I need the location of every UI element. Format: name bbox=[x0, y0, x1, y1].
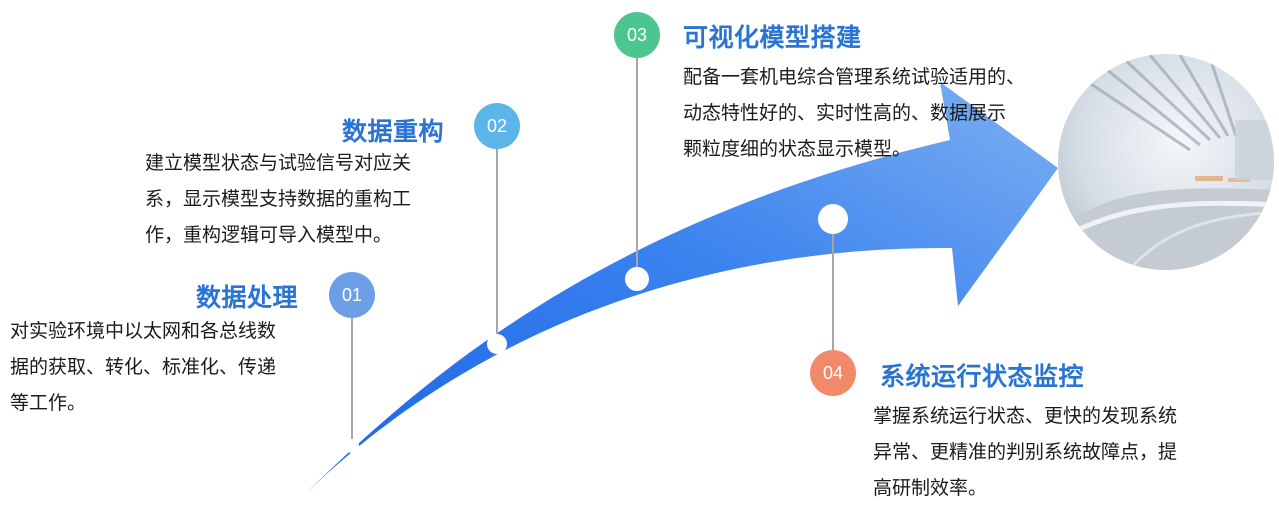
step-badge-03: 03 bbox=[614, 12, 660, 58]
step-title-02: 数据重构 bbox=[342, 117, 445, 146]
step-description-line: 高研制效率。 bbox=[873, 477, 988, 499]
arrow-dot-2 bbox=[487, 334, 507, 354]
arrow-dot-3 bbox=[625, 267, 649, 291]
step-description-03: 配备一套机电综合管理系统试验适用的、 动态特性好的、实时性高的、数据展示 颗粒度… bbox=[683, 59, 1063, 167]
step-description-line: 据的获取、转化、标准化、传递 bbox=[10, 356, 277, 378]
step-badge-01: 01 bbox=[329, 272, 375, 318]
step-badge-02: 02 bbox=[474, 103, 520, 149]
step-description-line: 作，重构逻辑可导入模型中。 bbox=[145, 224, 393, 246]
step-description-04: 掌握系统运行状态、更快的发现系统 异常、更精准的判别系统故障点，提 高研制效率。 bbox=[873, 398, 1218, 506]
step-description-01: 对实验环境中以太网和各总线数 据的获取、转化、标准化、传递 等工作。 bbox=[10, 313, 310, 421]
step-description-line: 异常、更精准的判别系统故障点，提 bbox=[873, 441, 1178, 463]
step-description-line: 对实验环境中以太网和各总线数 bbox=[10, 320, 277, 342]
arrow-dot-4 bbox=[818, 204, 848, 234]
step-description-line: 动态特性好的、实时性高的、数据展示 bbox=[683, 102, 1007, 124]
step-description-line: 系，显示模型支持数据的重构工 bbox=[145, 188, 412, 210]
step-title-04: 系统运行状态监控 bbox=[880, 362, 1085, 391]
arrow-dot-1 bbox=[345, 439, 359, 453]
step-description-line: 建立模型状态与试验信号对应关 bbox=[145, 152, 412, 174]
step-title-03: 可视化模型搭建 bbox=[683, 23, 862, 52]
step-description-line: 配备一套机电综合管理系统试验适用的、 bbox=[683, 66, 1026, 88]
arrow-body bbox=[296, 82, 1058, 503]
step-title-01: 数据处理 bbox=[196, 283, 299, 312]
highway-photo bbox=[1058, 54, 1274, 270]
step-description-line: 等工作。 bbox=[10, 392, 87, 414]
step-description-line: 掌握系统运行状态、更快的发现系统 bbox=[873, 405, 1178, 427]
step-badge-04: 04 bbox=[810, 350, 856, 396]
step-description-line: 颗粒度细的状态显示模型。 bbox=[683, 138, 912, 160]
step-description-02: 建立模型状态与试验信号对应关 系，显示模型支持数据的重构工 作，重构逻辑可导入模… bbox=[145, 145, 445, 253]
